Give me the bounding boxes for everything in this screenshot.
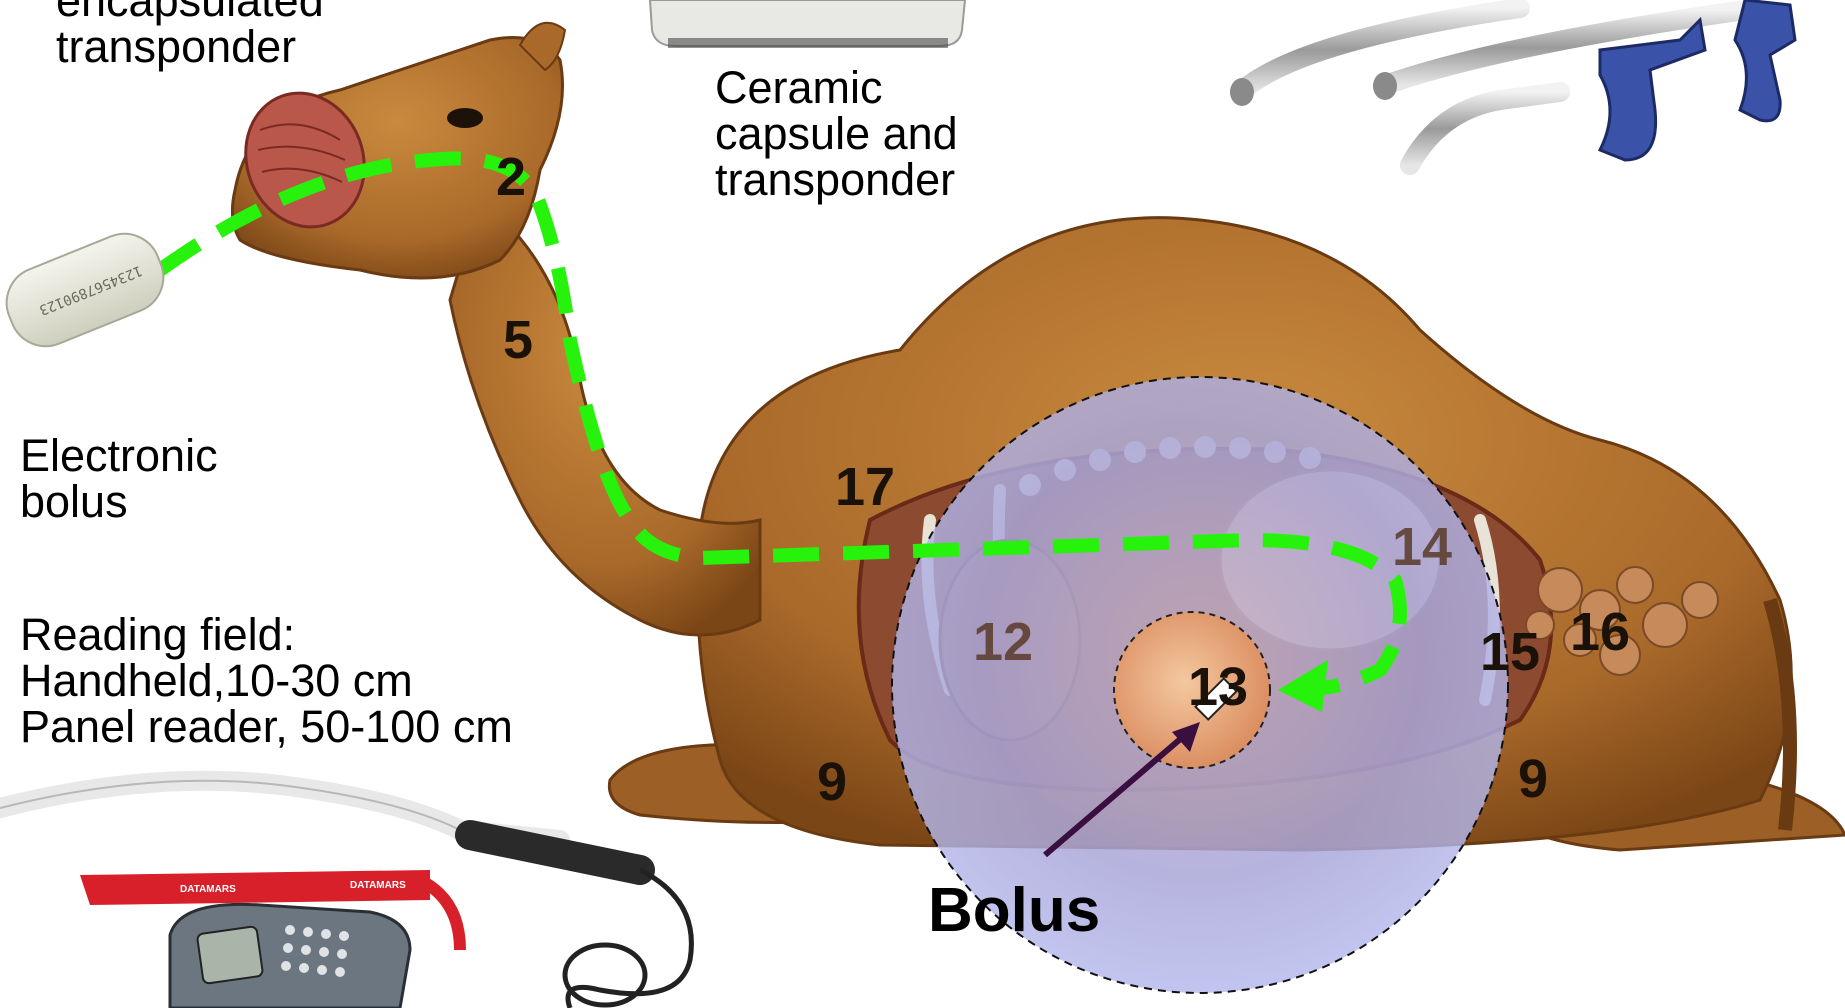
ceramic-capsule-icon xyxy=(650,0,965,48)
strap-brand-right: DATAMARS xyxy=(350,880,406,891)
encapsulated-transponder-label: encapsulated transponder xyxy=(56,0,324,70)
handheld-reader-icon: DATAMARS DATAMARS xyxy=(0,781,691,1008)
electronic-bolus-label: Electronic bolus xyxy=(20,433,218,525)
ceramic-capsule-label: Ceramic capsule and transponder xyxy=(715,65,958,203)
bolus-title: Bolus xyxy=(928,880,1100,942)
organ-number-5: 5 xyxy=(503,313,533,367)
bolus-capsule-icon: 1234567890123 xyxy=(0,223,174,357)
organ-number-12: 12 xyxy=(973,615,1033,669)
strap-brand-left: DATAMARS xyxy=(180,884,236,895)
reading-field-label: Reading field: Handheld,10-30 cm Panel r… xyxy=(20,612,513,750)
organ-number-17: 17 xyxy=(835,460,895,514)
bolus-applicator-icon xyxy=(1230,0,1795,165)
organ-number-9-front: 9 xyxy=(817,755,847,809)
organ-number-13: 13 xyxy=(1188,660,1248,714)
organ-number-16: 16 xyxy=(1570,605,1630,659)
organ-number-9-rear: 9 xyxy=(1518,752,1548,806)
organ-number-2: 2 xyxy=(496,150,526,204)
organ-number-14: 14 xyxy=(1392,520,1452,574)
organ-number-15: 15 xyxy=(1480,625,1540,679)
